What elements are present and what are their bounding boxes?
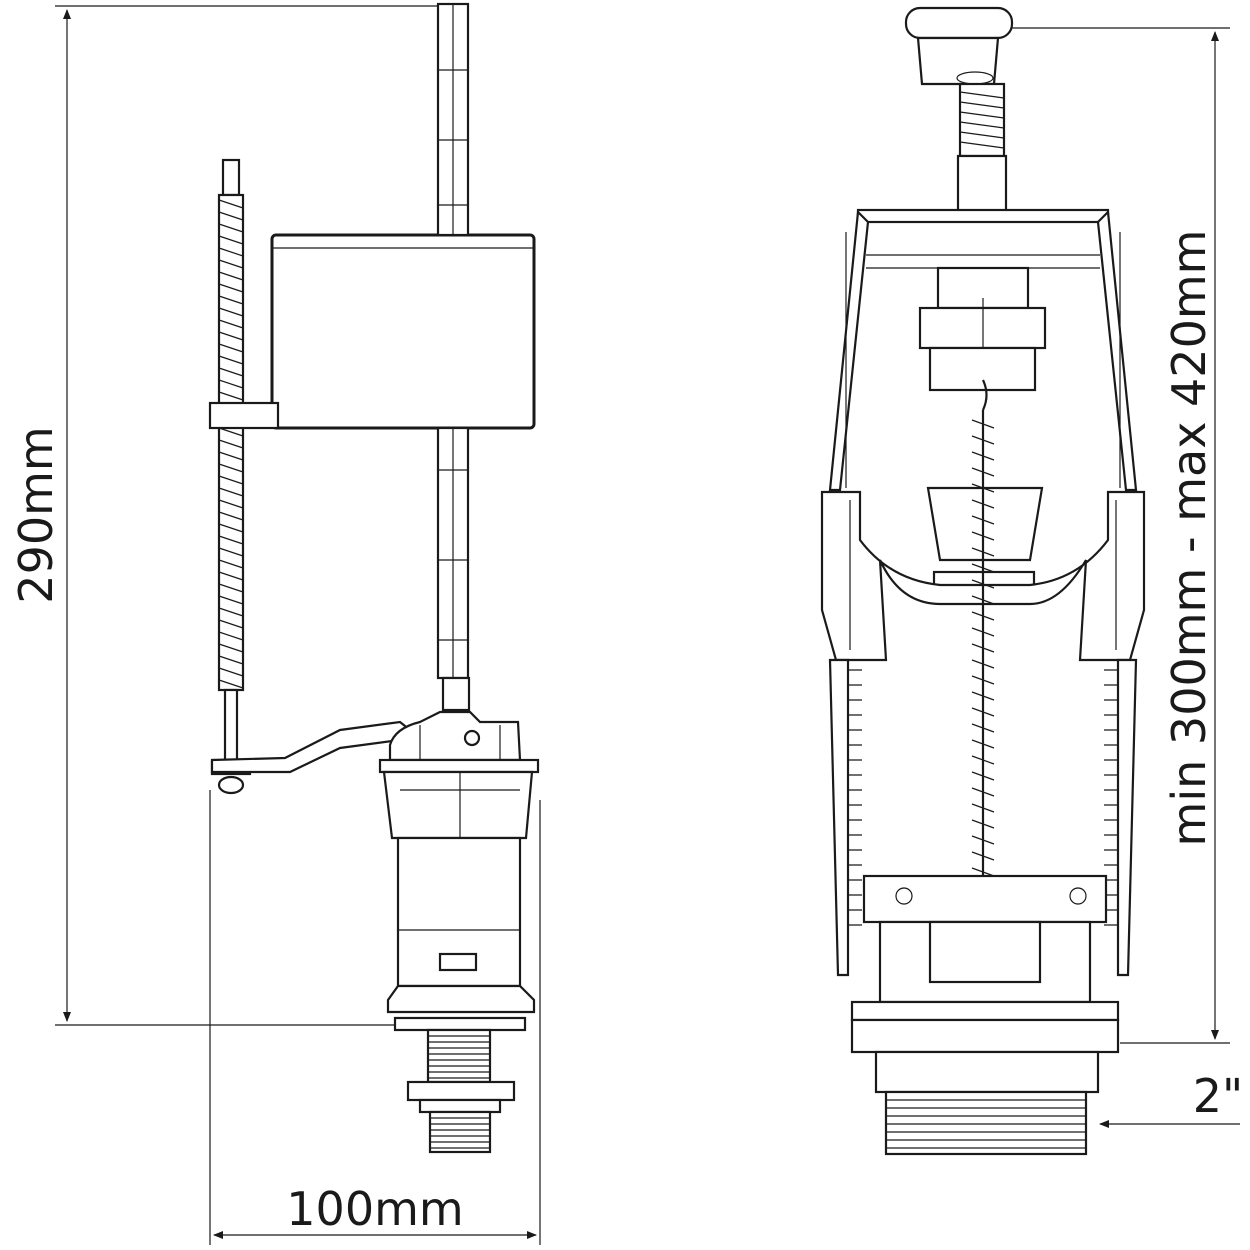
upper-mechanism [918,266,1047,411]
flush-valve-height-label: min 300mm - max 420mm [1162,230,1216,847]
side-shoulders [820,490,1146,662]
fill-valve-height-dimension: 290mm [9,5,445,1026]
fill-valve-drawing: 290mm 100mm [9,2,541,1245]
fill-valve-height-label: 290mm [9,426,63,603]
flush-valve-thread-dimension: 2" [1099,1069,1243,1128]
push-button [904,6,1014,214]
lever-arm [210,720,412,774]
threaded-shank [406,1028,516,1154]
guide-post [436,2,471,712]
flush-valve-height-dimension: min 300mm - max 420mm [1000,27,1230,1044]
bottom-bracket [862,874,1108,1004]
float-cup [208,233,536,430]
fill-valve-width-dimension: 100mm [209,790,541,1245]
lower-cage [828,658,1138,977]
flush-valve-thread-label: 2" [1193,1069,1243,1123]
base-outlet [850,1000,1120,1156]
fill-valve-width-label: 100mm [286,1182,463,1236]
valve-body [378,758,540,1032]
middle-float [926,486,1044,596]
cage-frame [828,208,1138,492]
threaded-adjustment-rod [210,158,252,795]
flush-valve-drawing: min 300mm - max 420mm 2" [820,6,1243,1156]
valve-head [388,710,522,762]
